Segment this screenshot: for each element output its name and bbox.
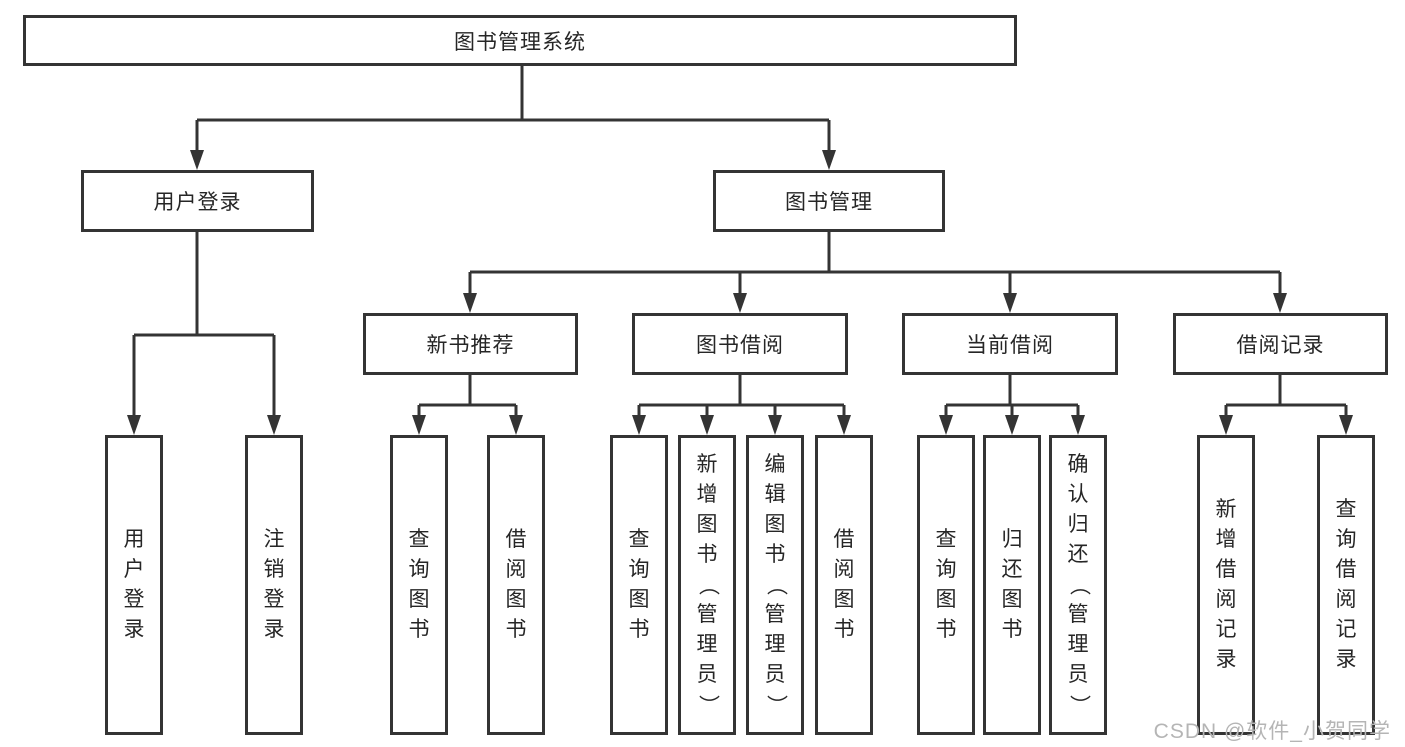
node-new-book-recommend-label: 新书推荐 <box>426 334 515 357</box>
leaf-br-query-record-label: 查询借阅记录 <box>1335 498 1357 671</box>
node-book-management-label: 图书管理 <box>785 191 873 214</box>
leaf-user-login: 用户登录 <box>105 435 163 735</box>
node-borrowing-records: 借阅记录 <box>1173 313 1388 375</box>
node-book-management: 图书管理 <box>713 170 945 232</box>
leaf-logout: 注销登录 <box>245 435 303 735</box>
node-root: 图书管理系统 <box>23 15 1017 66</box>
leaf-bb-edit-books-admin: 编辑图书（管理员） <box>746 435 804 735</box>
leaf-user-login-label: 用户登录 <box>123 528 145 641</box>
leaf-cb-query-books-label: 查询图书 <box>935 528 957 641</box>
node-user-login-group: 用户登录 <box>81 170 314 232</box>
node-root-label: 图书管理系统 <box>454 30 586 54</box>
leaf-cb-query-books: 查询图书 <box>917 435 975 735</box>
leaf-bb-edit-books-admin-label: 编辑图书（管理员） <box>764 453 787 716</box>
leaf-bb-add-books-admin: 新增图书（管理员） <box>678 435 736 735</box>
node-current-borrowing: 当前借阅 <box>902 313 1118 375</box>
leaf-bb-borrow-books-label: 借阅图书 <box>833 528 855 641</box>
node-user-login-group-label: 用户登录 <box>153 191 242 214</box>
node-current-borrowing-label: 当前借阅 <box>966 334 1054 357</box>
node-new-book-recommend: 新书推荐 <box>363 313 578 375</box>
leaf-br-query-record: 查询借阅记录 <box>1317 435 1375 735</box>
leaf-cb-confirm-return-admin: 确认归还（管理员） <box>1049 435 1107 735</box>
leaf-nbr-query-books-label: 查询图书 <box>408 528 430 641</box>
leaf-nbr-borrow-books-label: 借阅图书 <box>505 528 527 641</box>
leaf-bb-borrow-books: 借阅图书 <box>815 435 873 735</box>
watermark: CSDN @软件_小贺同学 <box>1153 720 1391 743</box>
leaf-bb-query-books-label: 查询图书 <box>628 528 650 641</box>
leaf-cb-confirm-return-admin-label: 确认归还（管理员） <box>1067 453 1090 716</box>
leaf-br-add-record: 新增借阅记录 <box>1197 435 1255 735</box>
leaf-logout-label: 注销登录 <box>263 528 285 641</box>
node-book-borrowing: 图书借阅 <box>632 313 848 375</box>
leaf-nbr-query-books: 查询图书 <box>390 435 448 735</box>
node-borrowing-records-label: 借阅记录 <box>1236 334 1325 357</box>
leaf-bb-add-books-admin-label: 新增图书（管理员） <box>696 453 719 716</box>
leaf-nbr-borrow-books: 借阅图书 <box>487 435 545 735</box>
leaf-bb-query-books: 查询图书 <box>610 435 668 735</box>
leaf-br-add-record-label: 新增借阅记录 <box>1215 498 1237 671</box>
leaf-cb-return-books-label: 归还图书 <box>1001 528 1023 641</box>
node-book-borrowing-label: 图书借阅 <box>696 334 784 357</box>
leaf-cb-return-books: 归还图书 <box>983 435 1041 735</box>
